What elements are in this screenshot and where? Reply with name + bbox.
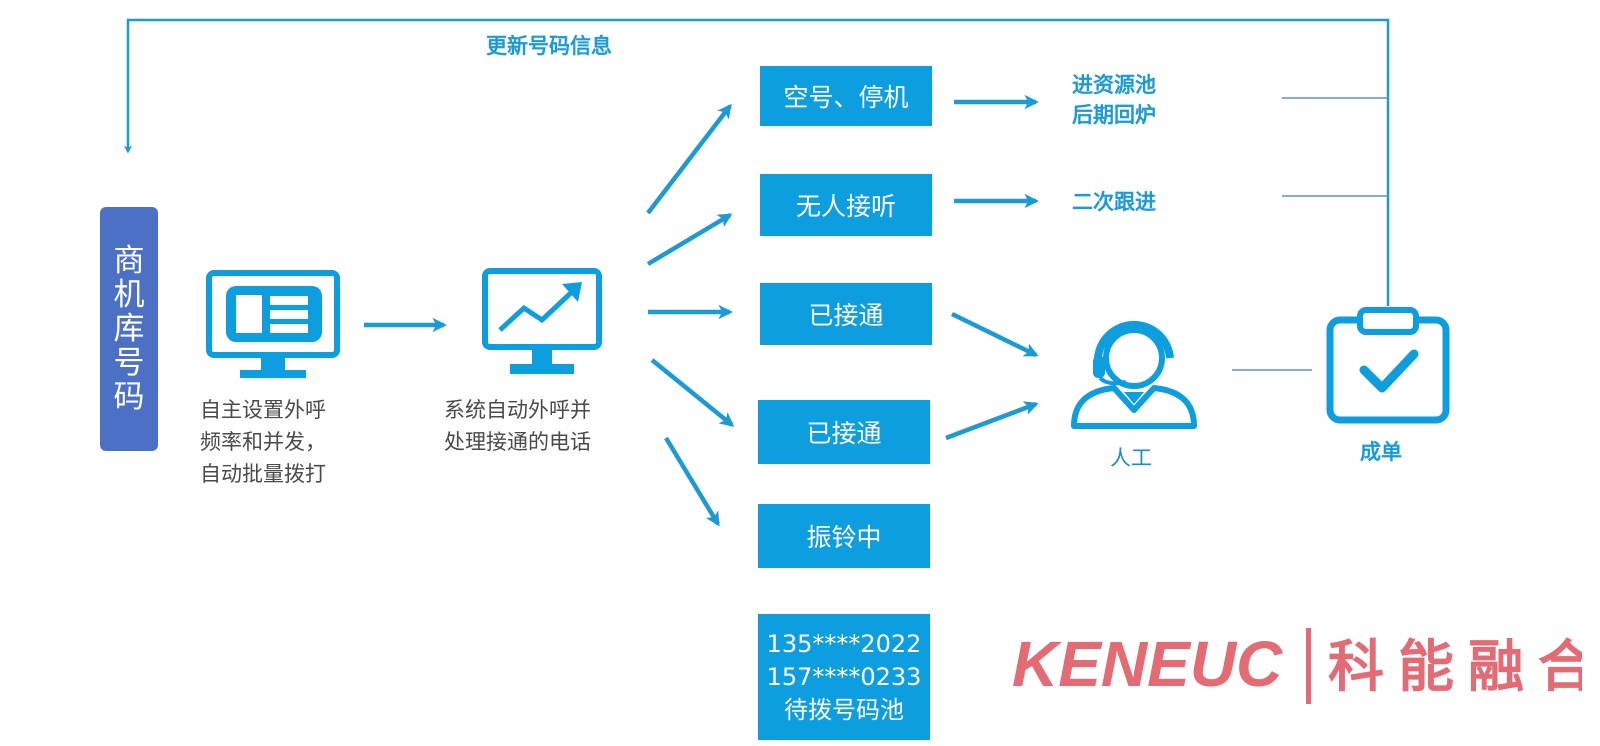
arrow-c1-agent (951, 311, 1039, 358)
status-box-empty-number: 空号、停机 (760, 66, 932, 126)
step1-line: 自主设置外呼 (200, 398, 326, 422)
bar-char: 机 (113, 277, 145, 313)
brand-latin: KENEUC (1012, 628, 1283, 700)
status-box-no-answer: 无人接听 (760, 174, 932, 236)
outcome-follow-up: 二次跟进 (1072, 190, 1156, 214)
step1-text: 自主设置外呼 频率和并发， 自动批量拨打 (200, 394, 326, 490)
outcome-line: 后期回炉 (1072, 103, 1156, 127)
clipboard-check-icon (1326, 307, 1450, 424)
arrow-to-ringing (664, 436, 720, 527)
monitor-card-icon (206, 270, 340, 378)
monitor-chart-icon (482, 268, 602, 374)
status-box-connected-2: 已接通 (758, 400, 930, 464)
status-box-connected-1: 已接通 (760, 283, 932, 345)
bar-char: 号 (113, 345, 145, 381)
arrow-c2-agent (945, 401, 1039, 441)
headset-agent-icon (1071, 320, 1197, 429)
step2-line: 系统自动外呼并 (444, 398, 591, 422)
bar-char: 码 (113, 379, 145, 415)
pool-number: 157****0233 (766, 662, 922, 691)
pool-number: 135****2022 (766, 629, 922, 658)
feedback-line (123, 18, 1390, 306)
arrow-to-noanswer (646, 213, 733, 266)
step1-line: 频率和并发， (200, 430, 326, 454)
outcome-line: 进资源池 (1072, 73, 1156, 97)
opportunity-number-bar: 商 机 库 号 码 (100, 207, 158, 451)
brand-mark: KENEUC 科能融合 (1012, 628, 1594, 704)
pool-title: 待拨号码池 (784, 695, 904, 724)
deal-label: 成单 (1360, 440, 1402, 464)
step1-line: 自动批量拨打 (200, 462, 326, 486)
agent-label: 人工 (1110, 446, 1152, 470)
number-pool-box: 135****2022 157****0233 待拨号码池 (758, 614, 930, 740)
feedback-label: 更新号码信息 (486, 34, 612, 58)
keneuc-logo: KENEUC 科能融合 (1012, 626, 1594, 706)
step2-line: 处理接通的电话 (444, 430, 591, 454)
arrow-to-connected2 (650, 358, 735, 427)
bar-char: 库 (113, 311, 145, 347)
brand-chinese: 科能融合 (1328, 635, 1582, 700)
status-box-ringing: 振铃中 (758, 504, 930, 568)
arrow-to-empty (646, 103, 732, 215)
step2-text: 系统自动外呼并 处理接通的电话 (444, 394, 591, 458)
bar-char: 商 (113, 243, 145, 279)
outcome-resource-pool: 进资源池 后期回炉 (1072, 70, 1156, 130)
